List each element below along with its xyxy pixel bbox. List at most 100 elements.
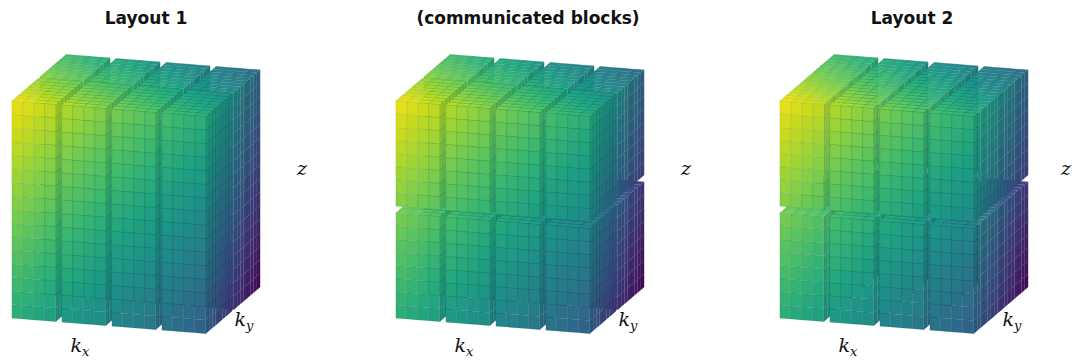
voxel-cell bbox=[84, 202, 95, 216]
voxel-cell bbox=[195, 156, 206, 170]
voxel-cell bbox=[23, 265, 34, 279]
voxel-cell bbox=[123, 191, 134, 205]
voxel-cell bbox=[45, 239, 56, 253]
voxel-cell bbox=[62, 118, 73, 132]
voxel-cell bbox=[123, 110, 134, 124]
voxel-cell bbox=[195, 224, 206, 238]
cube bbox=[396, 54, 644, 333]
voxel-cell bbox=[134, 314, 145, 328]
voxel-cell bbox=[145, 207, 156, 221]
voxel-cell bbox=[145, 179, 156, 193]
voxel-cell bbox=[184, 210, 195, 224]
voxel-cell bbox=[195, 238, 206, 252]
voxel-cell bbox=[95, 270, 106, 284]
voxel-cell bbox=[173, 209, 184, 223]
voxel-cell bbox=[34, 238, 45, 252]
voxel-cell bbox=[45, 131, 56, 145]
voxel-cell bbox=[62, 132, 73, 146]
voxel-cell bbox=[12, 128, 23, 142]
voxel-cell bbox=[34, 266, 45, 280]
voxel-cell bbox=[123, 286, 134, 300]
voxel-cell bbox=[95, 162, 106, 176]
voxel-cell bbox=[145, 234, 156, 248]
voxel-cell bbox=[184, 196, 195, 210]
voxel-cell bbox=[23, 305, 34, 319]
voxel-cell bbox=[34, 306, 45, 320]
voxel-cell bbox=[173, 155, 184, 169]
voxel-cell bbox=[184, 237, 195, 251]
voxel-cell bbox=[73, 187, 84, 201]
voxel-cell bbox=[173, 277, 184, 291]
voxel-cell bbox=[73, 214, 84, 228]
voxel-cell bbox=[34, 171, 45, 185]
voxel-cell bbox=[12, 223, 23, 237]
voxel-cell bbox=[73, 201, 84, 215]
voxel-cell bbox=[12, 277, 23, 291]
voxel-cell bbox=[173, 182, 184, 196]
voxel-cell bbox=[162, 317, 173, 331]
voxel-cell bbox=[173, 290, 184, 304]
voxel-cell bbox=[45, 253, 56, 267]
voxel-cell bbox=[162, 276, 173, 290]
voxel-cell bbox=[12, 210, 23, 224]
voxel-cell bbox=[73, 106, 84, 120]
voxel-cell bbox=[12, 182, 23, 196]
voxel-cell bbox=[95, 243, 106, 257]
voxel-cell bbox=[84, 120, 95, 134]
voxel-cell bbox=[173, 222, 184, 236]
voxel-cell bbox=[112, 245, 123, 259]
voxel-cell bbox=[23, 170, 34, 184]
voxel-cell bbox=[145, 261, 156, 275]
voxel-cell bbox=[45, 171, 56, 185]
voxel-cell bbox=[34, 198, 45, 212]
voxel-cell bbox=[195, 116, 206, 130]
voxel-cell bbox=[84, 188, 95, 202]
voxel-cell bbox=[162, 113, 173, 127]
voxel-cell bbox=[134, 233, 145, 247]
voxel-cell bbox=[23, 143, 34, 157]
voxel-cell bbox=[184, 223, 195, 237]
voxel-cell bbox=[145, 152, 156, 166]
voxel-cell bbox=[62, 186, 73, 200]
voxel-cell bbox=[84, 161, 95, 175]
voxel-cell bbox=[62, 159, 73, 173]
voxel-cell bbox=[34, 252, 45, 266]
voxel-cell bbox=[162, 181, 173, 195]
voxel-cell bbox=[45, 158, 56, 172]
voxel-cell bbox=[112, 272, 123, 286]
voxel-cell bbox=[112, 313, 123, 327]
voxel-cell bbox=[23, 102, 34, 116]
voxel-cell bbox=[112, 258, 123, 272]
voxel-cell bbox=[73, 119, 84, 133]
voxel-cell bbox=[145, 315, 156, 329]
voxel-cell bbox=[195, 265, 206, 279]
voxel-cell bbox=[173, 141, 184, 155]
voxel-cell bbox=[45, 104, 56, 118]
voxel-cell bbox=[12, 250, 23, 264]
voxel-cell bbox=[134, 179, 145, 193]
voxel-cell bbox=[95, 175, 106, 189]
voxel-cell bbox=[123, 178, 134, 192]
voxel-cell bbox=[112, 190, 123, 204]
voxel-cell bbox=[184, 278, 195, 292]
voxel-cell bbox=[195, 211, 206, 225]
voxel-cell bbox=[84, 147, 95, 161]
voxel-cell bbox=[134, 165, 145, 179]
voxel-cell bbox=[45, 117, 56, 131]
voxel-cell bbox=[184, 183, 195, 197]
voxel-cell bbox=[95, 257, 106, 271]
voxel-cell bbox=[134, 124, 145, 138]
voxel-cell bbox=[34, 293, 45, 307]
voxel-cell bbox=[23, 197, 34, 211]
voxel-cell bbox=[84, 283, 95, 297]
voxel-cell bbox=[162, 303, 173, 317]
voxel-cell bbox=[45, 266, 56, 280]
voxel-cell bbox=[23, 224, 34, 238]
voxel-cell bbox=[73, 174, 84, 188]
voxel-cell bbox=[184, 169, 195, 183]
voxel-cell bbox=[45, 280, 56, 294]
voxel-cell bbox=[184, 155, 195, 169]
voxel-cell bbox=[62, 309, 73, 323]
voxel-cell bbox=[145, 302, 156, 316]
voxel-cell bbox=[23, 278, 34, 292]
